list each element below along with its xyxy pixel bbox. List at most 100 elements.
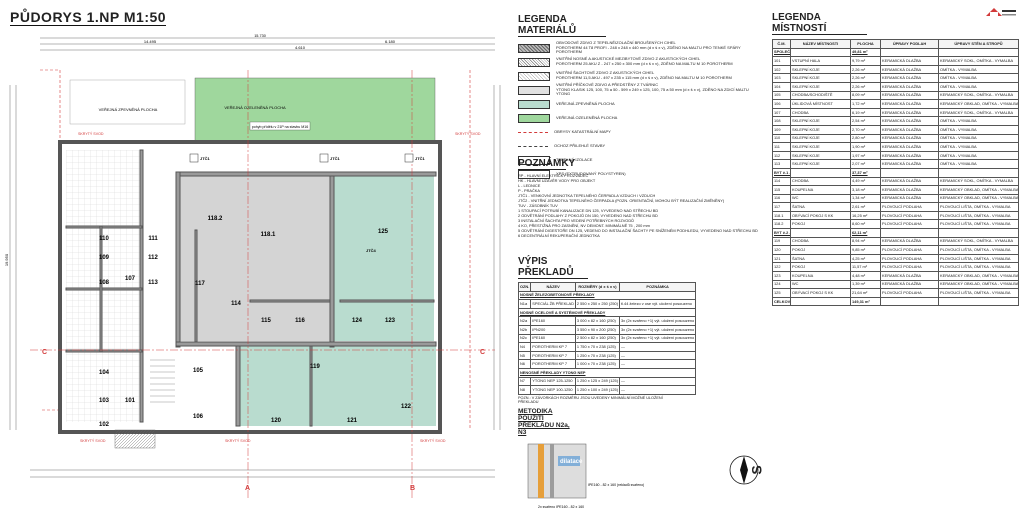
note-line: L - LEDNICE [518,183,541,188]
room-114: 114 [231,301,241,307]
room-cell: KOUPELNA [790,271,851,281]
material-text: XPS (EXTRUDOVANÝ POLYSTYREN) [556,170,626,176]
room-cell: KERAMICKÁ DLAŽBA [880,133,939,144]
room-cell: 121 [772,253,791,264]
room-cell: 106 [772,99,791,109]
section-mark-c-right: C [480,349,485,356]
room-cell: WC [790,279,851,290]
flat-2-area-lower [240,346,436,426]
room-cell: KERAMICKÁ DLAŽBA [880,73,939,83]
room-121: 121 [347,418,358,424]
lintels-cell: YTONG NEP 100-1250 [530,385,576,395]
lintels-footnote: POZN.: V ZÁVORKÁCH ROZMĚRU JSOU UVEDENY … [518,395,663,405]
room-104: 104 [99,370,110,376]
room-cell: PLOVOUCÍ LIŠTA, OMÍTKA - VYMALBA [938,202,1019,212]
note-line: 5 ODVĚTRÁNÍ DIGESTOŘE DN 125, VEDENO DO … [518,228,758,233]
room-cell [880,296,939,307]
room-cell: KERAMICKÁ DLAŽBA [880,176,939,187]
material-row: TEPELNÁ IZOLACE [518,153,754,167]
room-cell: SPOLEČNÉ PROSTORY [772,47,791,58]
dim-left-width: 14.495 [144,39,157,44]
room-cell: 119 [772,236,791,247]
room-cell: KERAMICKÝ SOKL, OMÍTKA - VYMALBA [938,90,1019,101]
room-cell: 4,49 m² [850,176,881,187]
room-cell: OMÍTKA - VYMALBA [938,73,1019,83]
material-swatch [518,145,548,147]
room-cell: KERAMICKÝ OBKLAD, OMÍTKA - VYMALBA [938,279,1019,290]
material-swatch [518,57,550,67]
room-cell: 3,18 m² [850,185,881,195]
common-areas [66,150,142,422]
greenery-label: VEŘEJNÁ OZELENĚNÁ PLOCHA [224,105,286,110]
method-heading: METODIKA POUŽITÍ PŘEKLADU N2a, N3 [518,408,570,436]
note-line: P - PRAČKA [518,188,540,193]
lintels-cell: 2 550 x 250 x 250 (250) [574,299,621,309]
room-cell: PLOVOUCÍ PODLAHA [880,219,939,230]
material-text: VEŘEJNÁ OZELENĚNÁ PLOCHA [556,114,618,120]
lintels-column-header: OZN. [517,282,532,292]
method-note-2: 2x svařeno IPE160 - 82 x 160 [538,505,584,509]
room-cell: PLOVOUCÍ PODLAHA [880,288,939,298]
lintels-column-header: ROZMĚRY (d x š x v) [574,282,621,292]
material-text: OBRYSY KATASTRÁLNÍ MAPY [554,128,611,134]
lintels-cell: N6 [517,359,532,369]
north-label: S [748,465,765,475]
downpipe-label-3: SKRYTÝ SVOD [80,439,106,443]
flat-2-area-upper [334,176,434,341]
lintels-cell: N8 [517,385,532,395]
room-cell: 2,80 m² [850,133,881,144]
room-cell: PLOVOUCÍ LIŠTA, OMÍTKA - VYMALBA [938,210,1019,221]
jtc-label-1: JTČ1 [200,156,211,161]
room-cell: KERAMICKÁ DLAŽBA [880,99,939,109]
dim-right-width: 6.180 [385,39,396,44]
room-cell: 102 [772,64,791,75]
room-cell: OMÍTKA - VYMALBA [938,159,1019,169]
materials-legend: LEGENDA MATERIÁLŮ OBVODOVÉ ZDIVO Z TEPEL… [518,14,754,181]
rooms-column-header: ÚPRAVY PODLAH [880,39,939,49]
section-mark-b: B [410,485,415,492]
company-logo [984,4,1018,18]
material-swatch [518,169,550,179]
room-cell: SKLEPNÍ KOJE [790,73,851,83]
material-swatch [518,99,550,109]
room-117: 117 [195,281,205,287]
room-cell [790,296,851,307]
room-cell: POKOJ [790,262,851,273]
material-swatch [518,43,550,53]
room-cell: OMÍTKA - VYMALBA [938,116,1019,126]
room-cell: 120 [772,245,791,255]
room-cell: KERAMICKÁ DLAŽBA [880,81,939,92]
room-cell: SKLEPNÍ KOJE [790,150,851,161]
lintels-cell: — [618,385,697,395]
material-row: VNITŘNÍ ŠACHTOVÉ ZDIVO Z AKUSTICKÝCH CIH… [518,69,754,83]
lintels-group-row: NENOSNÉ PŘEKLADY YTONG NEP [517,367,697,378]
room-cell: KERAMICKÁ DLAŽBA [880,236,939,247]
room-cell: 103 [772,73,791,83]
room-cell: CELKOVÁ PLOCHA 1.NP [772,296,791,307]
flat-1-area [180,176,330,341]
dim-mid-width: 4.610 [295,45,306,50]
page-title: PŮDORYS 1.NP M1:50 [10,9,167,26]
room-cell: 110 [772,133,791,144]
room-112: 112 [148,255,158,261]
lintels-cell: 2 500 x 82 x 160 (250) [574,333,621,344]
heat-pump-labels: JTČ1 JTČ1 JTČ1 JTČ4 [200,156,426,253]
lintels-group-title: NOSNÉ OCELOVÉ A SYSTÉMOVÉ PŘEKLADY [517,307,697,318]
room-125: 125 [378,229,389,235]
downpipe-label-5: SKRYTÝ SVOD [420,439,446,443]
room-cell: 1,90 m² [850,142,881,152]
